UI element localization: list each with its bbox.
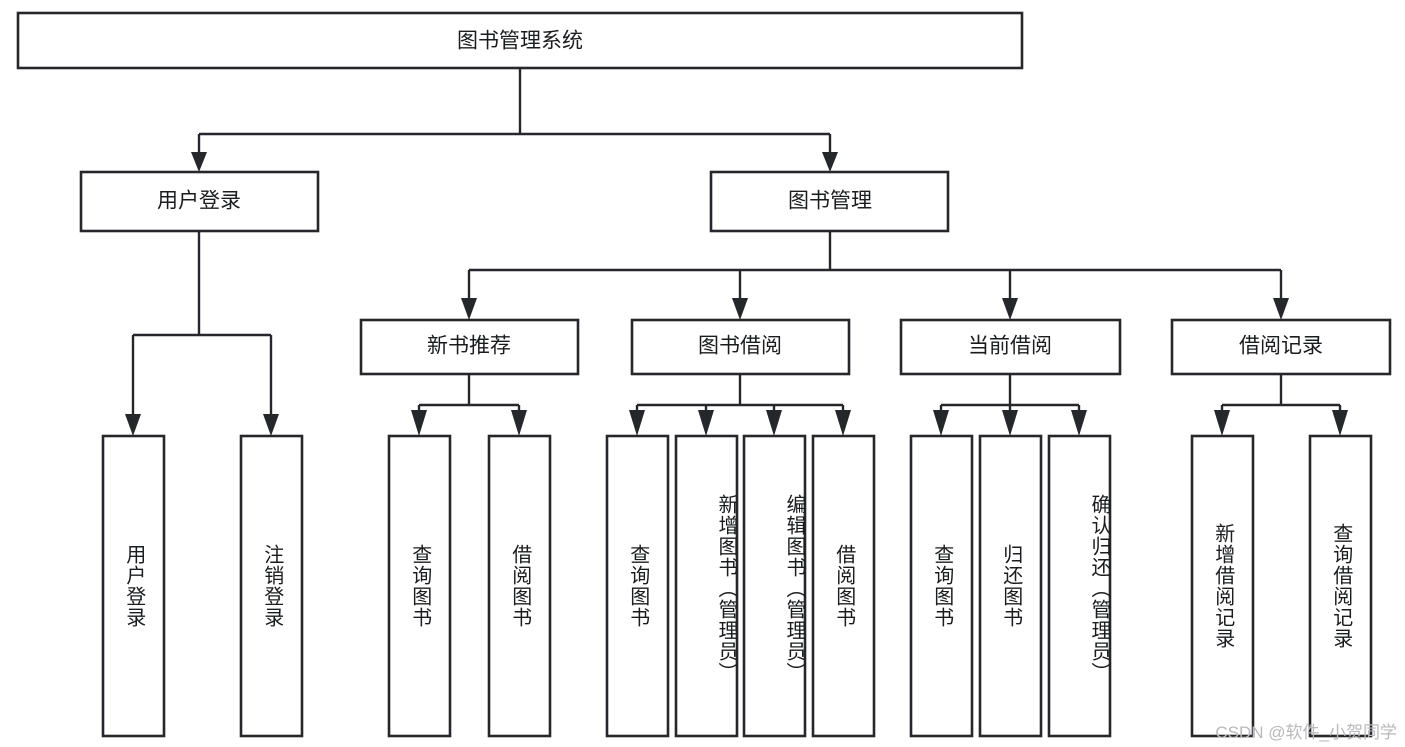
node-new-book-rec-rect[interactable] <box>359 318 580 376</box>
arrow-head-leaf-user-logout <box>263 414 279 436</box>
arrow-head-leaf-add-book <box>698 410 714 436</box>
node-layer: 图书管理系统 用户登录 图书管理 新书推荐 图书借阅 当前 <box>16 11 1392 738</box>
connector-layer <box>125 68 1348 436</box>
node-leaf-borrow-book-2-rect[interactable] <box>811 434 876 738</box>
node-current-borrow[interactable]: 当前借阅 <box>899 318 1122 376</box>
node-current-borrow-label: 当前借阅 <box>968 335 1052 358</box>
node-user-login-label: 用户登录 <box>157 190 241 213</box>
node-leaf-add-record-rect[interactable] <box>1190 434 1255 738</box>
arrow-head-borrow-record <box>1273 298 1289 320</box>
node-leaf-query-book-3-rect[interactable] <box>909 434 974 738</box>
node-root-rect[interactable] <box>16 11 1024 70</box>
node-current-borrow-rect[interactable] <box>899 318 1122 376</box>
node-book-borrow-rect[interactable] <box>630 318 851 376</box>
node-leaf-confirm-return-rect[interactable] <box>1047 434 1112 738</box>
node-root[interactable]: 图书管理系统 <box>16 11 1024 70</box>
arrow-head-leaf-confirm-return <box>1071 410 1087 436</box>
arrow-head-leaf-user-login <box>125 414 141 436</box>
arrow-head-leaf-query-book-3 <box>933 410 949 436</box>
node-root-label: 图书管理系统 <box>457 30 583 53</box>
node-leaf-query-record-rect[interactable] <box>1308 434 1373 738</box>
node-user-login-rect[interactable] <box>79 170 320 233</box>
arrow-head-user-login <box>191 152 207 172</box>
arrow-head-current-borrow <box>1002 298 1018 320</box>
arrow-head-new-book-rec <box>461 298 477 320</box>
node-leaf-return-book-rect[interactable] <box>978 434 1043 738</box>
node-leaf-query-book-2-rect[interactable] <box>605 434 670 738</box>
node-book-borrow[interactable]: 图书借阅 <box>630 318 851 376</box>
arrow-head-leaf-query-book-1 <box>411 410 427 436</box>
node-book-borrow-label: 图书借阅 <box>698 335 782 358</box>
node-borrow-record[interactable]: 借阅记录 <box>1170 318 1392 376</box>
arrow-head-book-borrow <box>732 298 748 320</box>
node-book-manage[interactable]: 图书管理 <box>709 170 950 233</box>
node-leaf-borrow-book-1-rect[interactable] <box>487 434 552 738</box>
arrow-head-leaf-add-record <box>1214 410 1230 436</box>
csdn-watermark: CSDN @软件_小贺同学 <box>1215 723 1397 742</box>
node-borrow-record-label: 借阅记录 <box>1239 335 1323 358</box>
node-new-book-rec[interactable]: 新书推荐 <box>359 318 580 376</box>
arrow-head-leaf-return-book <box>1002 410 1018 436</box>
arrow-head-leaf-borrow-book-1 <box>511 410 527 436</box>
node-book-manage-label: 图书管理 <box>788 190 872 213</box>
arrow-head-leaf-query-book-2 <box>629 410 645 436</box>
arrow-head-leaf-edit-book <box>766 410 782 436</box>
node-book-manage-rect[interactable] <box>709 170 950 233</box>
node-user-login[interactable]: 用户登录 <box>79 170 320 233</box>
node-leaf-user-login-rect[interactable] <box>101 434 166 738</box>
node-leaf-add-book-rect[interactable] <box>674 434 739 738</box>
arrow-head-leaf-borrow-book-2 <box>835 410 851 436</box>
node-leaf-query-book-1-rect[interactable] <box>387 434 452 738</box>
arrow-head-leaf-query-record <box>1332 410 1348 436</box>
node-leaf-user-logout-rect[interactable] <box>239 434 304 738</box>
arrow-head-book-manage <box>822 152 838 172</box>
node-leaf-edit-book-rect[interactable] <box>742 434 807 738</box>
node-new-book-rec-label: 新书推荐 <box>427 335 511 358</box>
node-borrow-record-rect[interactable] <box>1170 318 1392 376</box>
